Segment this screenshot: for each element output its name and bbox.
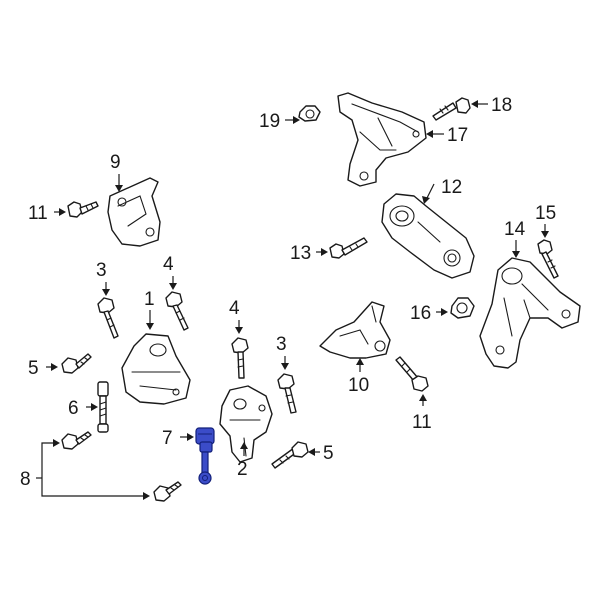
leader-12 xyxy=(425,183,435,201)
callout-8: 8 xyxy=(20,469,31,490)
callout-12: 12 xyxy=(441,177,462,198)
part-4-bolt-right xyxy=(231,337,249,379)
arrowhead-17 xyxy=(426,130,433,138)
callout-1: 1 xyxy=(144,289,155,310)
arrowhead-18 xyxy=(471,100,478,108)
part-17-bracket xyxy=(337,92,427,187)
part-9-bracket xyxy=(107,177,161,247)
arrowhead-11a xyxy=(59,208,66,216)
leader-8 xyxy=(41,442,146,497)
part-3-bolt-left xyxy=(97,297,119,339)
callout-18: 18 xyxy=(491,95,512,116)
arrowhead-2 xyxy=(240,442,248,449)
arrowhead-5a xyxy=(51,363,58,371)
callout-3b: 3 xyxy=(276,334,287,355)
callout-11b: 11 xyxy=(412,412,432,433)
arrowhead-1 xyxy=(146,323,154,330)
callout-17: 17 xyxy=(447,125,468,146)
arrowhead-3a xyxy=(102,289,110,296)
part-19-nut xyxy=(298,105,321,122)
part-15-bolt xyxy=(537,239,559,279)
part-4-bolt-left xyxy=(165,291,189,331)
part-5-bolt-left xyxy=(61,353,92,374)
part-10-bracket xyxy=(319,301,391,359)
arrowhead-3b xyxy=(281,363,289,370)
callout-4b: 4 xyxy=(229,298,240,319)
part-11-bolt-right xyxy=(395,356,429,392)
callout-13: 13 xyxy=(290,243,311,264)
callout-16: 16 xyxy=(410,303,431,324)
arrowhead-11b xyxy=(419,394,427,401)
part-18-bolt xyxy=(432,97,471,121)
arrowhead-14 xyxy=(512,251,520,258)
part-13-bolt xyxy=(329,237,368,259)
arrowhead-15 xyxy=(541,231,549,238)
part-16-nut xyxy=(450,297,475,319)
callout-9: 9 xyxy=(110,152,121,173)
part-2-trans-mount xyxy=(219,385,273,463)
part-1-engine-mount xyxy=(121,333,191,405)
callout-19: 19 xyxy=(259,111,280,132)
callout-6: 6 xyxy=(68,398,79,419)
arrowhead-7 xyxy=(187,433,194,441)
callout-5a: 5 xyxy=(28,358,39,379)
callout-15: 15 xyxy=(535,203,556,224)
part-6-stud xyxy=(97,381,109,433)
arrowhead-4a xyxy=(169,283,177,290)
arrowhead-19 xyxy=(293,116,300,124)
part-3-bolt-right xyxy=(277,373,297,414)
arrowhead-6 xyxy=(91,403,98,411)
part-11-bolt-left xyxy=(67,201,99,218)
callout-4a: 4 xyxy=(163,254,174,275)
callout-5b: 5 xyxy=(323,443,334,464)
callout-7: 7 xyxy=(162,428,173,449)
part-14-bracket xyxy=(479,257,581,369)
arrowhead-12 xyxy=(422,196,430,204)
arrowhead-9 xyxy=(115,185,123,192)
part-5-bolt-right xyxy=(271,441,309,469)
arrowhead-4b xyxy=(235,327,243,334)
arrowhead-5b xyxy=(308,448,315,456)
arrowhead-10 xyxy=(356,358,364,365)
arrowhead-8a xyxy=(53,439,60,447)
callout-11a: 11 xyxy=(28,203,48,224)
callout-10: 10 xyxy=(348,375,369,396)
callout-2: 2 xyxy=(237,459,248,480)
arrowhead-16 xyxy=(441,308,448,316)
arrowhead-8b xyxy=(143,492,150,500)
part-8-bolt-lower xyxy=(153,481,182,502)
callout-3a: 3 xyxy=(96,260,107,281)
part-7-link-highlighted[interactable] xyxy=(195,427,215,485)
arrowhead-13 xyxy=(321,248,328,256)
part-8-bolt-upper xyxy=(61,431,92,450)
callout-14: 14 xyxy=(504,219,526,240)
part-12-torque-rod xyxy=(381,193,475,279)
